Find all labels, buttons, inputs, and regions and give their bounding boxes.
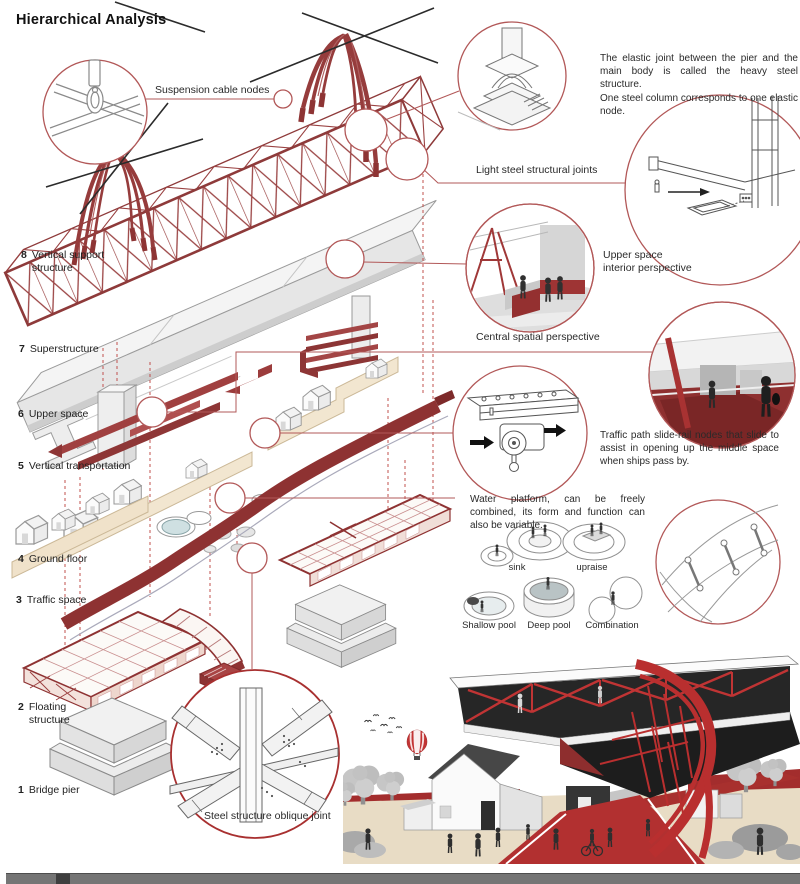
layer-label-5: 5 Vertical transportation xyxy=(18,460,130,473)
people xyxy=(364,818,765,858)
layer-text: Upper space xyxy=(28,408,89,420)
note-slide-rail: Traffic path slide-rail nodes that slide… xyxy=(600,430,779,468)
layer-label-2: 2 Floating structure xyxy=(18,701,89,727)
layer-number: 7 xyxy=(19,343,25,355)
label-suspension-cable-nodes: Suspension cable nodes xyxy=(155,84,270,96)
label-central-spatial-perspective: Central spatial perspective xyxy=(476,331,600,343)
layer-number: 8 xyxy=(21,249,27,261)
layer-text: Bridge pier xyxy=(28,784,80,796)
label-light-steel-joints: Light steel structural joints xyxy=(476,164,598,176)
callout-central-perspective xyxy=(648,301,796,449)
layer-label-8: 8 Vertical support structure xyxy=(21,249,106,275)
bridge-pier-back xyxy=(286,584,397,668)
layer-number: 3 xyxy=(16,594,22,606)
layer-text: Vertical transportation xyxy=(28,460,131,472)
callout-oblique-joint xyxy=(169,669,340,839)
transport-platform-left xyxy=(57,451,253,563)
pool-label-shallow-pool: Shallow pool xyxy=(462,620,516,631)
layer-text: Superstructure xyxy=(29,343,99,355)
callout-elastic-joint xyxy=(457,21,567,131)
label-steel-oblique-joint: Steel structure oblique joint xyxy=(204,810,331,822)
icon-combination xyxy=(588,576,643,624)
pool-label-combination: Combination xyxy=(585,620,639,631)
callout-platform-joints xyxy=(655,499,781,625)
pool-label-upraise: upraise xyxy=(576,562,608,573)
layer-text: Ground floor xyxy=(28,553,88,565)
icon-deep-pool xyxy=(523,576,575,618)
callout-slide-rail xyxy=(452,365,588,501)
label-upper-space-perspective: Upper space interior perspective xyxy=(603,249,692,275)
perspective-rendering xyxy=(343,655,800,865)
leader-lines xyxy=(146,90,652,669)
layer-label-7: 7 Superstructure xyxy=(19,343,99,356)
hot-air-balloon xyxy=(406,729,428,760)
pool-label-sink: sink xyxy=(508,562,526,573)
icon-upraise xyxy=(562,522,626,561)
layer-text: Floating structure xyxy=(28,701,70,726)
icon-sink xyxy=(480,521,574,567)
transport-platform-right xyxy=(267,356,399,451)
traffic-path xyxy=(60,390,455,641)
page-edge-notch xyxy=(56,874,70,884)
upper-space-stack xyxy=(300,295,378,378)
callout-cable-node xyxy=(42,59,148,165)
page-title: Hierarchical Analysis xyxy=(16,12,167,28)
birds-left xyxy=(364,714,403,734)
water-platform-icons xyxy=(463,521,643,624)
layer-number: 4 xyxy=(18,553,24,565)
page-edge-bar xyxy=(6,873,800,884)
layer-number: 6 xyxy=(18,408,24,420)
callout-light-steel-joint xyxy=(624,94,800,286)
note-water-platform: Water platform, can be freely combined, … xyxy=(470,494,645,532)
layer-text: Vertical support structure xyxy=(31,249,105,274)
layer-label-6: 6 Upper space xyxy=(18,408,88,421)
suspension-cables xyxy=(45,1,439,215)
layer-text: Traffic space xyxy=(26,594,87,606)
note-elastic-joint: The elastic joint between the pier and t… xyxy=(600,53,798,117)
layer-number: 1 xyxy=(18,784,24,796)
layer-label-1: 1 Bridge pier xyxy=(18,784,80,797)
icon-shallow-pool xyxy=(463,591,515,621)
layer-label-3: 3 Traffic space xyxy=(16,594,86,607)
white-house xyxy=(400,744,543,831)
callout-interior-perspective xyxy=(465,203,595,333)
floating-structure xyxy=(21,493,453,712)
ground-floor-platform xyxy=(11,492,149,579)
node-circles xyxy=(136,89,429,574)
layer-label-4: 4 Ground floor xyxy=(18,553,87,566)
bridge-structure xyxy=(449,655,800,860)
pool-label-deep-pool: Deep pool xyxy=(527,620,571,631)
truss-vertical-support xyxy=(3,75,445,327)
layer-number: 2 xyxy=(18,701,24,713)
layer-number: 5 xyxy=(18,460,24,472)
